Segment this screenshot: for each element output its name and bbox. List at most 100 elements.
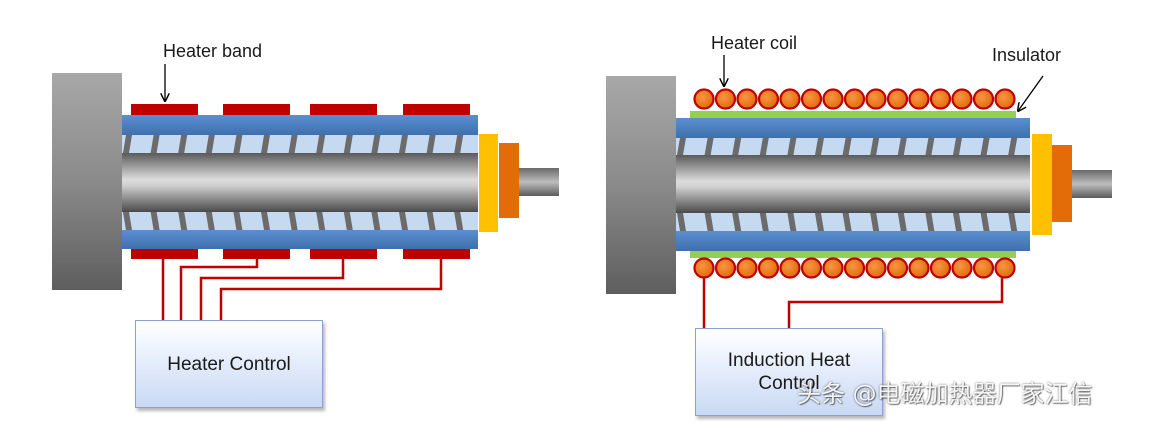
left-flight-bottom-7 bbox=[288, 212, 298, 230]
left-control-wires bbox=[161, 259, 443, 320]
right-screw-flights bbox=[677, 138, 1018, 231]
right-flight-top-10 bbox=[925, 138, 935, 155]
left-housing bbox=[52, 73, 122, 290]
heater-band-bottom-3 bbox=[310, 249, 377, 259]
coil-bottom-coil-turn-2 bbox=[714, 257, 737, 279]
left-flight-bottom-3 bbox=[178, 212, 188, 230]
heater-band-bottom-4 bbox=[403, 249, 470, 259]
left-barrel-bottom bbox=[122, 212, 478, 249]
left-flight-bottom-11 bbox=[399, 212, 408, 230]
right-flight-top-8 bbox=[870, 138, 880, 155]
left-flight-bottom-1 bbox=[123, 212, 132, 230]
left-flight-top-9 bbox=[343, 135, 353, 153]
coil-top-coil-turn-12 bbox=[929, 88, 952, 110]
coil-top-coil-turn-8 bbox=[843, 88, 866, 110]
coil-bottom-coil-turn-13 bbox=[951, 257, 973, 279]
left-flight-top-1 bbox=[123, 135, 132, 153]
coil-bottom-coil-turn-3 bbox=[736, 257, 758, 279]
coil-top-coil-turn-14 bbox=[972, 88, 995, 110]
left-flight-top-6 bbox=[261, 135, 270, 153]
right-flange-orange bbox=[1052, 145, 1072, 222]
right-flight-top-5 bbox=[787, 138, 797, 155]
right-flight-bottom-1 bbox=[677, 213, 686, 231]
left-heater-bands bbox=[131, 104, 470, 259]
right-flight-top-9 bbox=[897, 138, 907, 155]
right-barrel-bottom bbox=[676, 213, 1030, 251]
coil-top-coil-turn-10 bbox=[886, 88, 909, 110]
heater-coil-label: Heater coil bbox=[711, 33, 797, 53]
coil-top-coil-turn-11 bbox=[908, 88, 930, 110]
right-flight-bottom-4 bbox=[759, 213, 769, 231]
heater-band-bottom-1 bbox=[131, 249, 198, 259]
right-flight-bottom-3 bbox=[732, 213, 742, 231]
watermark: 头条 @电磁加热器厂家江信 bbox=[797, 380, 1093, 408]
coil-bottom-coil-turn-11 bbox=[908, 257, 930, 279]
heater-band-bottom-2 bbox=[223, 249, 290, 259]
left-flight-bottom-13 bbox=[454, 212, 464, 230]
left-flight-top-2 bbox=[150, 135, 160, 153]
left-flange-yellow bbox=[479, 134, 498, 232]
coil-top-coil-turn-2 bbox=[714, 88, 737, 110]
right-flight-top-4 bbox=[759, 138, 769, 155]
left-flight-top-5 bbox=[233, 135, 243, 153]
left-flight-top-3 bbox=[178, 135, 188, 153]
right-flight-top-11 bbox=[953, 138, 962, 155]
left-flange-orange bbox=[499, 143, 519, 218]
coil-top-coil-turn-1 bbox=[693, 88, 715, 110]
coil-bottom-coil-turn-1 bbox=[693, 257, 715, 279]
left-flight-top-12 bbox=[426, 135, 436, 153]
left-flight-bottom-5 bbox=[233, 212, 243, 230]
coil-top-coil-turn-13 bbox=[951, 88, 973, 110]
insulator-label: Insulator bbox=[992, 45, 1061, 65]
coil-bottom-coil-turn-8 bbox=[843, 257, 866, 279]
right-flight-bottom-6 bbox=[815, 213, 824, 231]
coil-bottom-coil-turn-12 bbox=[929, 257, 952, 279]
right-flight-top-1 bbox=[677, 138, 686, 155]
heater-band-top-2 bbox=[223, 104, 290, 115]
left-flight-top-11 bbox=[399, 135, 408, 153]
left-flight-bottom-10 bbox=[371, 212, 381, 230]
right-flight-bottom-11 bbox=[953, 213, 962, 231]
right-housing bbox=[606, 76, 676, 294]
right-flight-top-7 bbox=[842, 138, 852, 155]
left-screw-core bbox=[122, 153, 478, 212]
right-extruder: Heater coil Insulator bbox=[606, 33, 1112, 328]
insulator-bottom bbox=[690, 251, 1016, 258]
coil-bottom-coil-turn-15 bbox=[994, 257, 1016, 279]
right-flight-top-6 bbox=[815, 138, 824, 155]
coil-bottom-coil-turn-10 bbox=[886, 257, 909, 279]
heater-control-label: Heater Control bbox=[167, 353, 291, 375]
left-flight-top-4 bbox=[205, 135, 215, 153]
right-barrel-top bbox=[676, 118, 1030, 155]
left-flight-bottom-4 bbox=[205, 212, 215, 230]
coil-top-coil-turn-9 bbox=[865, 88, 887, 110]
left-flight-top-10 bbox=[371, 135, 381, 153]
heater-band-top-4 bbox=[403, 104, 470, 115]
insulator-top bbox=[690, 111, 1016, 118]
coil-top-coil-turn-15 bbox=[994, 88, 1016, 110]
heater-coil-top-row bbox=[693, 88, 1016, 110]
heater-control-box: Heater Control bbox=[135, 320, 323, 408]
left-flight-top-8 bbox=[316, 135, 326, 153]
induction-heat-control-label: Induction Heat Control bbox=[727, 350, 851, 394]
right-flight-bottom-7 bbox=[842, 213, 852, 231]
coil-bottom-coil-turn-5 bbox=[779, 257, 801, 279]
left-extruder: Heater band bbox=[52, 41, 559, 320]
coil-bottom-coil-turn-9 bbox=[865, 257, 887, 279]
left-screw-flights bbox=[123, 135, 464, 230]
coil-bottom-coil-turn-4 bbox=[757, 257, 780, 279]
left-flight-bottom-6 bbox=[261, 212, 270, 230]
heater-band-top-1 bbox=[131, 104, 198, 115]
right-flight-bottom-13 bbox=[1008, 213, 1018, 231]
coil-top-coil-turn-3 bbox=[736, 88, 758, 110]
coil-bottom-coil-turn-14 bbox=[972, 257, 995, 279]
right-flight-top-2 bbox=[704, 138, 714, 155]
heater-band-top-3 bbox=[310, 104, 377, 115]
right-flight-bottom-2 bbox=[704, 213, 714, 231]
right-flight-top-3 bbox=[732, 138, 742, 155]
coil-top-coil-turn-7 bbox=[822, 88, 844, 110]
left-flight-top-13 bbox=[454, 135, 464, 153]
left-drive-shaft bbox=[519, 168, 559, 196]
